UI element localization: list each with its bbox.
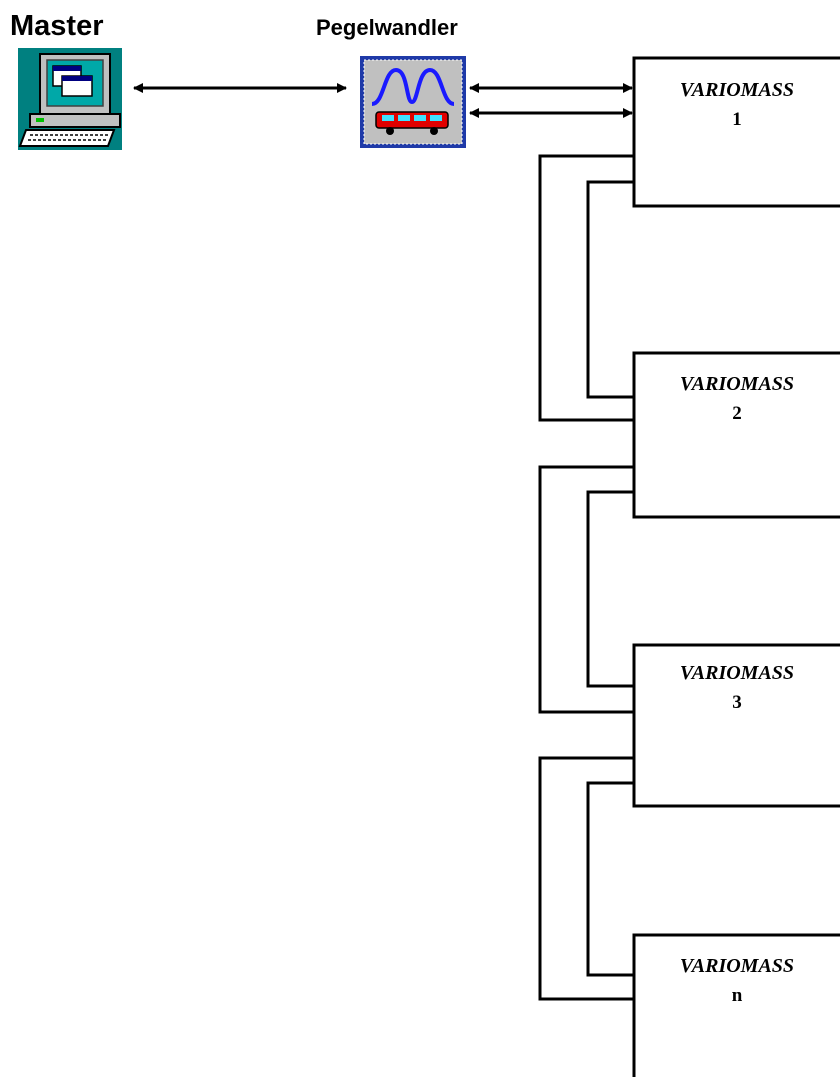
unit-name: VARIOMASS (679, 79, 795, 101)
master-label: Master (10, 10, 104, 42)
chain-wire-inner-2-3 (586, 490, 634, 688)
unit-name: VARIOMASS (679, 373, 795, 395)
converter-label: Pegelwandler (316, 15, 458, 40)
unit-number: n (731, 985, 743, 1006)
unit-box-3 (632, 643, 840, 808)
unit-name: VARIOMASS (679, 662, 795, 684)
unit-box-1 (632, 56, 840, 208)
unit-box-2 (632, 351, 840, 519)
unit-number: 2 (732, 403, 742, 424)
unit-box-n (632, 933, 840, 1077)
chain-wire-outer-1-2 (538, 154, 634, 422)
unit-label-n: VARIOMASS n (634, 954, 840, 1008)
chain-wire-outer-3-n (538, 756, 634, 1001)
unit-number: 1 (732, 109, 742, 130)
chain-wire-inner-3-n (586, 781, 634, 977)
level-converter-icon (360, 56, 466, 148)
chain-wire-inner-1-2 (586, 180, 634, 399)
computer-icon (18, 48, 122, 150)
unit-label-2: VARIOMASS 2 (634, 372, 840, 426)
unit-name: VARIOMASS (679, 955, 795, 977)
unit-label-1: VARIOMASS 1 (634, 78, 840, 132)
unit-label-3: VARIOMASS 3 (634, 661, 840, 715)
chain-wire-outer-2-3 (538, 465, 634, 714)
unit-number: 3 (732, 692, 742, 713)
